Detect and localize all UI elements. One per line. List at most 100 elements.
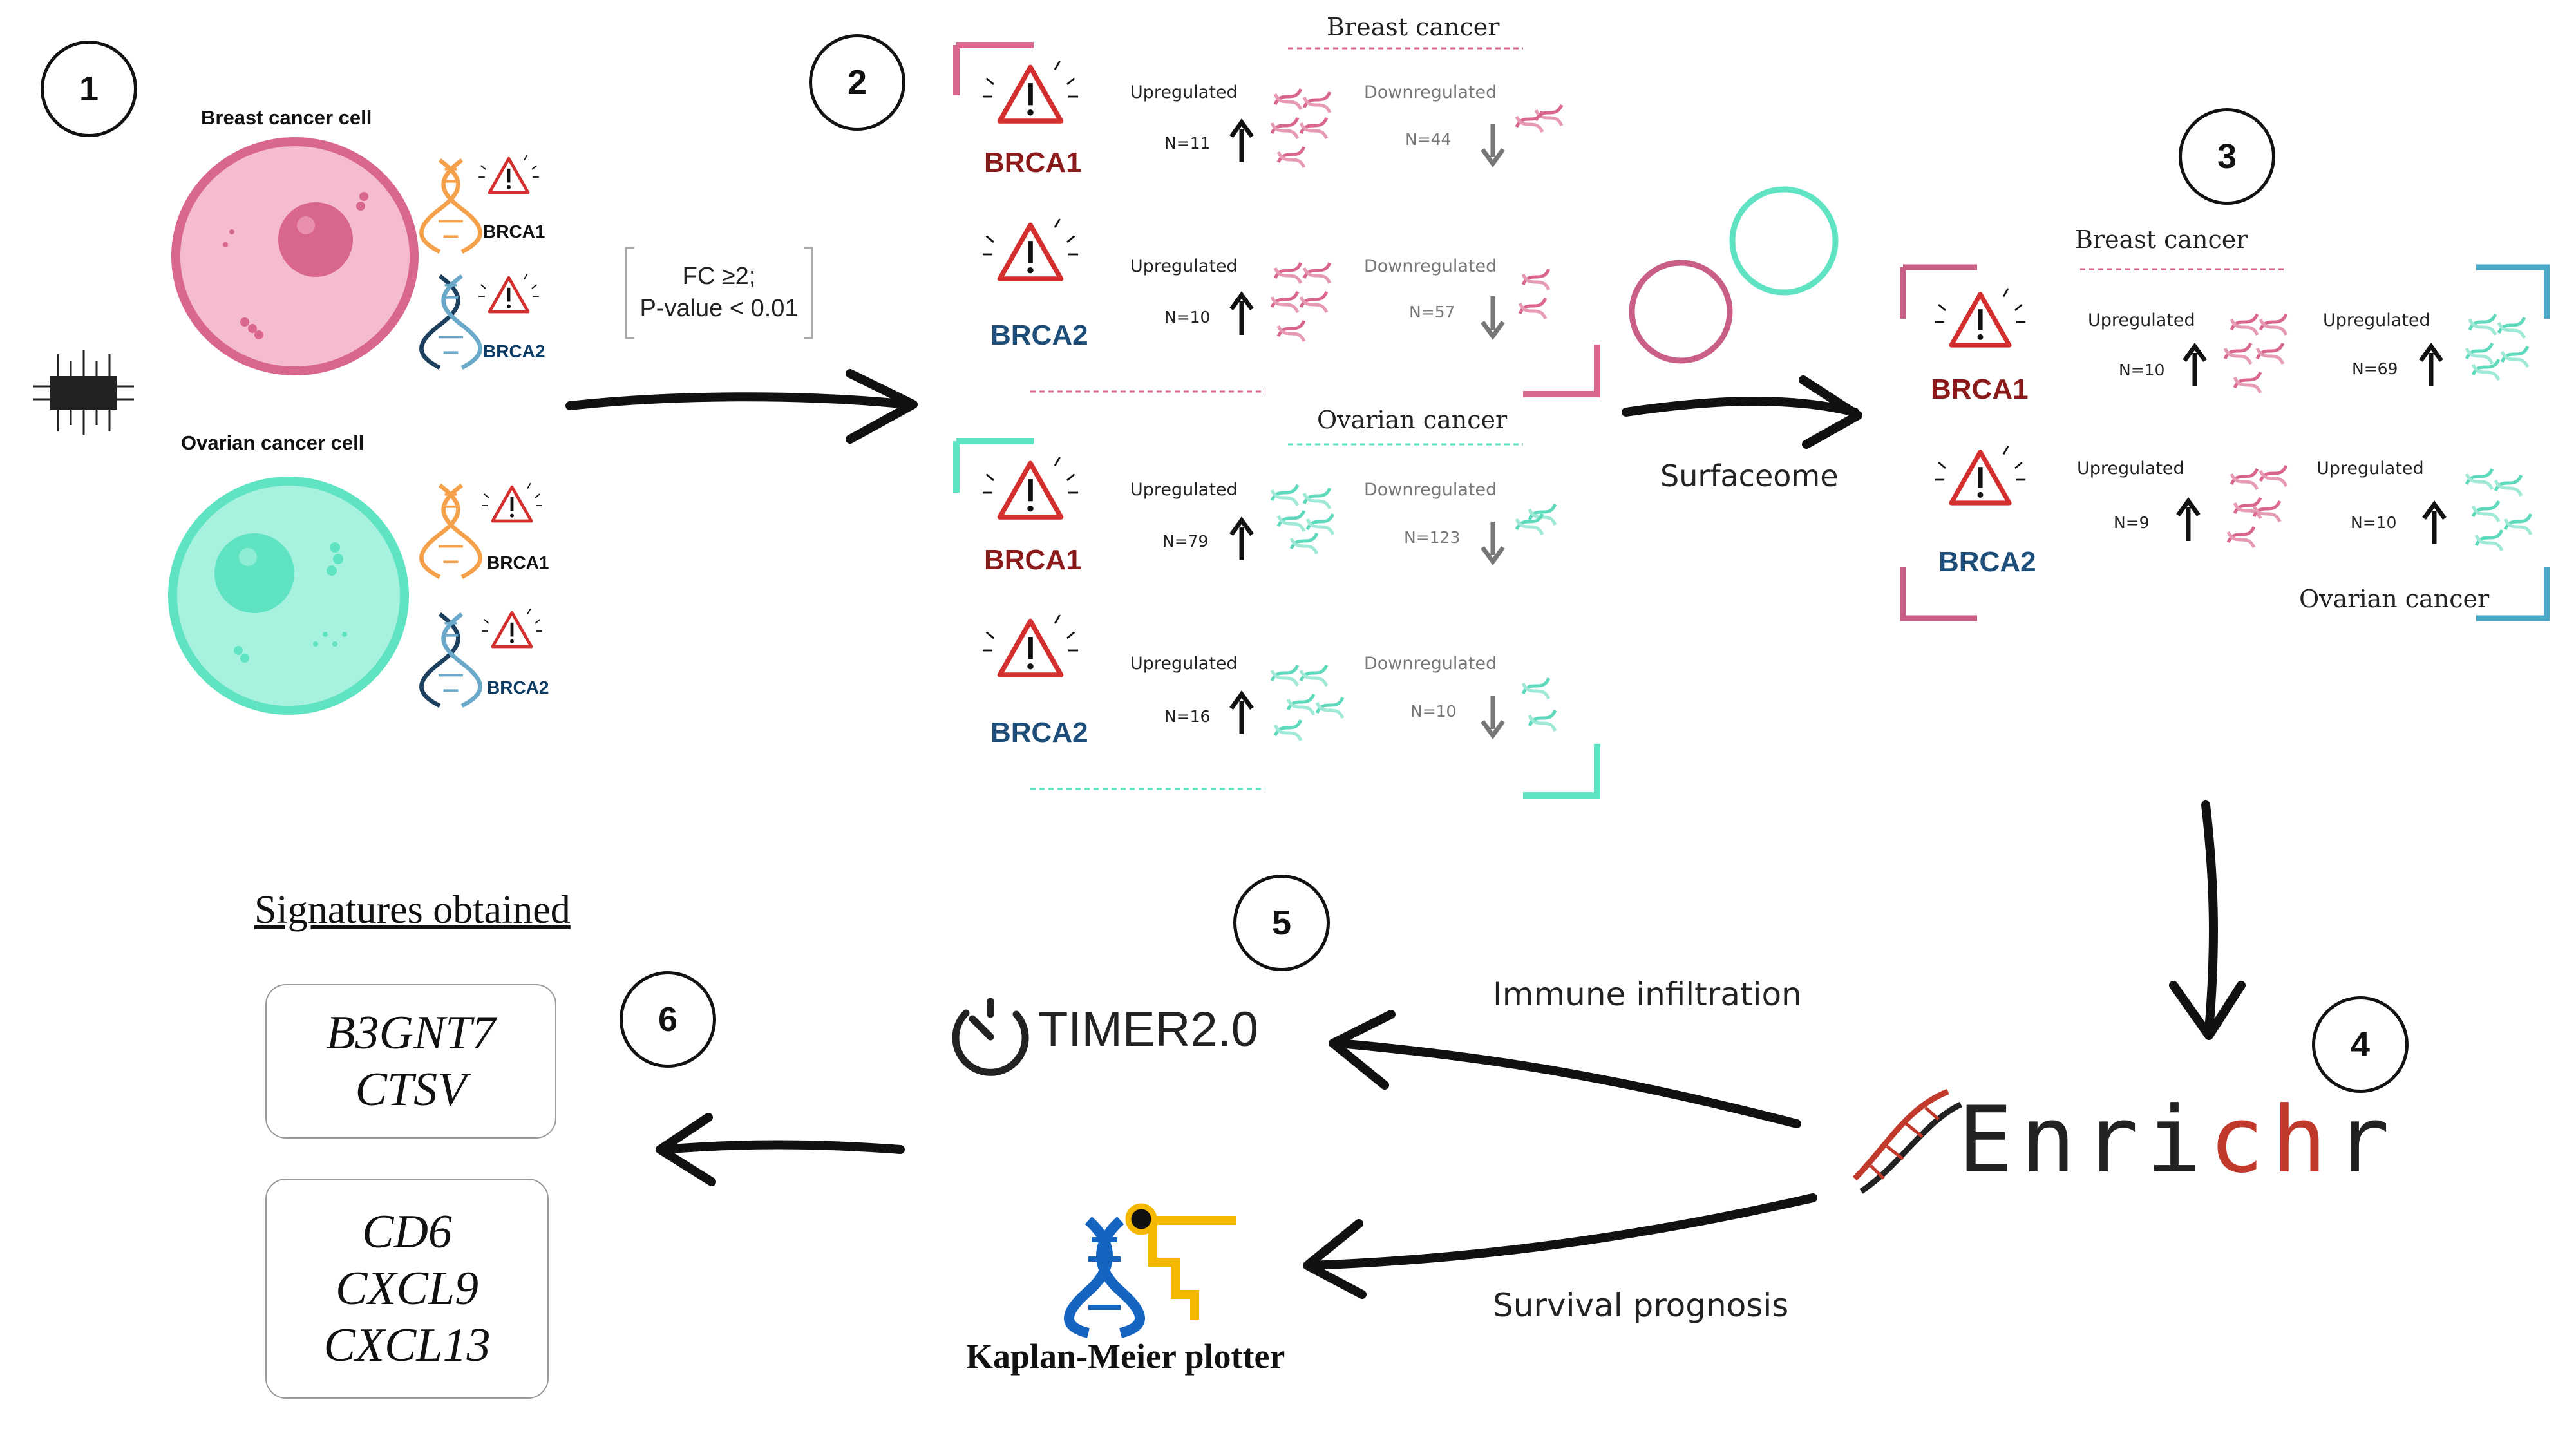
- signature-box-2: CD6 CXCL9 CXCL13: [265, 1179, 549, 1399]
- step2-breast-brca1: BRCA1: [984, 147, 1082, 178]
- enrichr-logo-text-3: r: [2334, 1087, 2398, 1193]
- ovarian-cell-label: Ovarian cancer cell: [181, 431, 365, 454]
- step2-ovarian-title: Ovarian cancer: [1317, 406, 1508, 434]
- warning-icon: [478, 274, 539, 312]
- arrow-2-to-3: [1622, 375, 1862, 449]
- gene-label-brca2: BRCA2: [483, 341, 545, 361]
- step-1-circle: 1: [41, 41, 137, 137]
- arrow-enrichr-to-timer: [1329, 1010, 1801, 1128]
- signature-gene: B3GNT7: [326, 1007, 496, 1059]
- gene-label-brca2: BRCA2: [487, 677, 549, 697]
- warning-icon: [983, 457, 1078, 517]
- count-ovarian-brca2-down: N=10: [1410, 702, 1457, 721]
- signature-gene: CD6: [362, 1206, 452, 1258]
- step3-ovarian-title: Ovarian cancer: [2299, 585, 2490, 613]
- surfaceome-label: Surfaceome: [1660, 459, 1839, 493]
- warning-icon: [983, 61, 1078, 121]
- step-5-circle: 5: [1233, 875, 1330, 971]
- kmplot-tool-name: Kaplan-Meier plotter: [966, 1337, 1285, 1376]
- enrichr-logo: Enrichr: [1958, 1087, 2397, 1193]
- gene-label-brca1: BRCA1: [483, 222, 545, 242]
- down-arrow-icon: [1482, 124, 1503, 164]
- arrow-enrichr-to-kmplot: [1303, 1193, 1817, 1299]
- count-ovarian-brca2-up: N=16: [1164, 707, 1211, 726]
- upregulated-label: Upregulated: [1130, 480, 1238, 500]
- filter-fold-change: FC ≥2;: [682, 263, 756, 290]
- signature-gene: CXCL9: [335, 1262, 479, 1315]
- filter-criteria: FC ≥2; P-value < 0.01: [634, 260, 804, 325]
- up-arrow-icon: [2184, 346, 2205, 386]
- chip-icon: [33, 350, 134, 435]
- step2-breast-title: Breast cancer: [1327, 13, 1500, 41]
- immune-infiltration-label: Immune infiltration: [1493, 976, 1802, 1013]
- timer-tool-name: TIMER2.0: [1038, 1002, 1259, 1057]
- signature-gene: CXCL13: [323, 1319, 491, 1372]
- signature-box-1: B3GNT7 CTSV: [265, 984, 556, 1139]
- arrow-1-to-2: [565, 369, 918, 444]
- step3-brca2: BRCA2: [1938, 546, 2036, 578]
- arrow-3-to-4: [2169, 800, 2246, 1040]
- surfaceome-circle-pink: [1629, 260, 1733, 364]
- warning-icon: [482, 483, 542, 521]
- upregulated-label: Upregulated: [2077, 459, 2184, 478]
- up-arrow-icon: [1231, 295, 1252, 335]
- step3-brca1: BRCA1: [1931, 374, 2029, 405]
- up-arrow-icon: [1231, 694, 1252, 734]
- signature-gene: CTSV: [355, 1063, 467, 1116]
- count-brca2-ovarian-up: N=10: [2351, 513, 2397, 532]
- up-arrow-icon: [2424, 504, 2445, 544]
- arrow-5-to-6: [656, 1113, 905, 1186]
- warning-icon: [478, 155, 539, 193]
- count-ovarian-brca1-up: N=79: [1162, 532, 1209, 551]
- filter-p-value: P-value < 0.01: [639, 295, 799, 322]
- step2-ovarian-brca2: BRCA2: [990, 717, 1088, 748]
- upregulated-label: Upregulated: [1130, 256, 1238, 276]
- count-breast-brca1-down: N=44: [1405, 130, 1452, 149]
- count-breast-brca1-up: N=11: [1164, 134, 1211, 153]
- gene-label-brca1: BRCA1: [487, 553, 549, 573]
- down-arrow-icon: [1482, 696, 1503, 735]
- up-arrow-icon: [1231, 122, 1252, 162]
- up-arrow-icon: [1231, 520, 1252, 560]
- downregulated-label: Downregulated: [1364, 480, 1497, 500]
- upregulated-label: Upregulated: [1130, 654, 1238, 674]
- upregulated-label: Upregulated: [2316, 459, 2424, 478]
- breast-cell-label: Breast cancer cell: [201, 106, 372, 129]
- step-2-circle: 2: [809, 34, 905, 131]
- dna-icon: [421, 614, 480, 706]
- upregulated-label: Upregulated: [2323, 310, 2430, 330]
- up-arrow-icon: [2178, 501, 2199, 541]
- dna-icon: [421, 486, 480, 578]
- count-brca2-breast-up: N=9: [2114, 513, 2150, 532]
- count-brca1-ovarian-up: N=69: [2352, 359, 2398, 378]
- step-6-circle: 6: [620, 971, 716, 1068]
- warning-icon: [983, 219, 1078, 279]
- kmplot-logo-icon: [1064, 1203, 1236, 1338]
- warning-icon: [1935, 446, 2025, 503]
- ovarian-cell-icon: [168, 477, 409, 715]
- up-arrow-icon: [2421, 346, 2441, 386]
- upregulated-label: Upregulated: [2088, 310, 2195, 330]
- dna-icon: [421, 276, 480, 368]
- timer-icon: [952, 998, 1029, 1076]
- warning-icon: [482, 609, 542, 647]
- step2-ovarian-brca1: BRCA1: [984, 544, 1082, 576]
- step-4-circle: 4: [2312, 996, 2409, 1093]
- downregulated-label: Downregulated: [1364, 256, 1497, 276]
- warning-icon: [1935, 289, 2025, 345]
- down-arrow-icon: [1482, 296, 1503, 336]
- count-breast-brca2-up: N=10: [1164, 308, 1211, 327]
- warning-icon: [983, 615, 1078, 675]
- downregulated-label: Downregulated: [1364, 654, 1497, 674]
- step3-breast-title: Breast cancer: [2075, 225, 2248, 254]
- enrichr-dna-icon: [1852, 1088, 1962, 1194]
- breast-cell-icon: [171, 137, 419, 375]
- step-3-circle: 3: [2179, 108, 2275, 205]
- signatures-title: Signatures obtained: [254, 888, 571, 932]
- enrichr-logo-text-1: Enri: [1958, 1087, 2209, 1193]
- step2-breast-brca2: BRCA2: [990, 319, 1088, 351]
- count-breast-brca2-down: N=57: [1409, 303, 1455, 321]
- surfaceome-circle-teal: [1729, 186, 1839, 296]
